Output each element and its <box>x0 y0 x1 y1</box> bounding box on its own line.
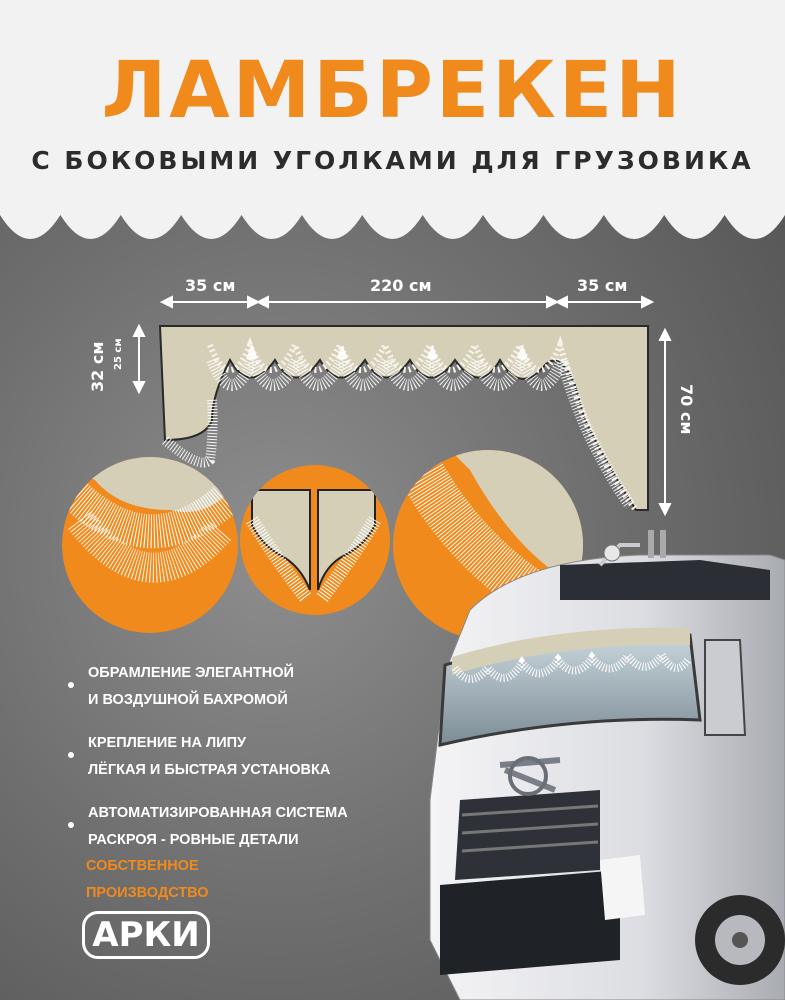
feature-list: ОБРАМЛЕНИЕ ЭЛЕГАНТНОЙ И ВОЗДУШНОЙ БАХРОМ… <box>68 660 348 870</box>
top-band <box>0 0 785 239</box>
feature-line: ОБРАМЛЕНИЕ ЭЛЕГАНТНОЙ <box>88 665 294 681</box>
bullet-icon <box>68 822 74 828</box>
feature-item: КРЕПЛЕНИЕ НА ЛИПУ ЛЁГКАЯ И БЫСТРАЯ УСТАН… <box>68 730 348 784</box>
truck-image <box>429 530 785 1000</box>
dim-side-height: 70 см <box>677 384 696 435</box>
feature-item: ОБРАМЛЕНИЕ ЭЛЕГАНТНОЙ И ВОЗДУШНОЙ БАХРОМ… <box>68 660 348 714</box>
dim-right-corner: 35 см <box>577 276 628 295</box>
feature-line: КРЕПЛЕНИЕ НА ЛИПУ <box>88 735 247 751</box>
dimension-lines <box>132 295 672 517</box>
feature-line: И ВОЗДУШНОЙ БАХРОМОЙ <box>88 692 288 708</box>
feature-line: ЛЁГКАЯ И БЫСТРАЯ УСТАНОВКА <box>88 762 331 778</box>
feature-line: РАСКРОЯ - РОВНЫЕ ДЕТАЛИ <box>88 832 299 848</box>
page-title: ЛАМБРЕКЕН <box>101 46 684 136</box>
bullet-icon <box>68 752 74 758</box>
own-production-label: СОБСТВЕННОЕ ПРОИЗВОДСТВО <box>86 853 209 907</box>
dim-center: 220 см <box>370 276 432 295</box>
feature-line: АВТОМАТИЗИРОВАННАЯ СИСТЕМА <box>88 805 348 821</box>
feature-item: АВТОМАТИЗИРОВАННАЯ СИСТЕМА РАСКРОЯ - РОВ… <box>68 800 348 854</box>
own-production-line: ПРОИЗВОДСТВО <box>86 885 209 901</box>
bullet-icon <box>68 682 74 688</box>
own-production-line: СОБСТВЕННОЕ <box>86 858 199 874</box>
dim-height-inner: 25 см <box>113 338 124 371</box>
fringe-detail-circles <box>62 450 583 640</box>
lambrequin-illustration <box>158 325 649 512</box>
page-subtitle: С БОКОВЫМИ УГОЛКАМИ ДЛЯ ГРУЗОВИКА <box>31 146 754 175</box>
brand-logo: АРКИ <box>82 911 210 959</box>
dim-height-outer: 32 см <box>88 341 107 392</box>
dim-left-corner: 35 см <box>185 276 236 295</box>
